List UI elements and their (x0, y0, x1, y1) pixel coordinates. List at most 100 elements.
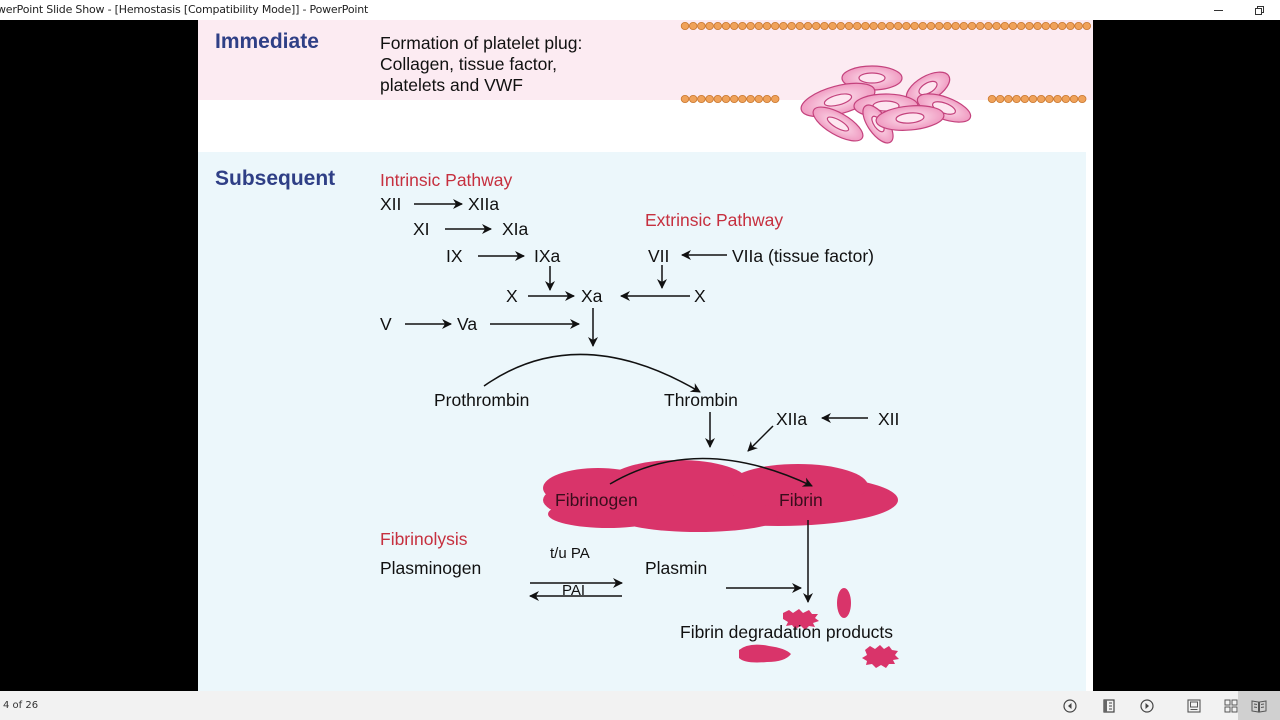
endothelial-cell (1028, 95, 1038, 104)
immediate-line-3: platelets and VWF (380, 75, 523, 95)
endothelial-cell (902, 22, 911, 30)
window-titlebar: werPoint Slide Show - [Hemostasis [Compa… (0, 0, 1280, 20)
platelet-cluster-illustration (800, 65, 972, 144)
previous-icon (1063, 698, 1077, 713)
fibrin-clot-cloud (543, 460, 898, 532)
fibrin-fragments (739, 588, 899, 668)
endothelial-cell (705, 95, 714, 104)
reading-view-icon (1251, 699, 1267, 713)
slide-sorter-button[interactable] (1216, 691, 1246, 720)
endothelial-cell (1053, 95, 1062, 104)
slide-counter: 4 of 26 (3, 700, 39, 711)
endothelial-cell (1069, 95, 1079, 104)
endothelial-cell (1049, 22, 1059, 30)
notes-icon (1103, 698, 1115, 713)
endothelial-cell (721, 95, 731, 104)
endothelial-cell (885, 22, 895, 30)
arrow-fibrinogen-fibrin (609, 457, 813, 487)
endothelial-cell (1012, 95, 1021, 104)
platelet-core (858, 72, 886, 84)
endothelial-cell (705, 22, 714, 30)
endothelial-cell (1000, 22, 1009, 30)
endothelial-cell (754, 95, 763, 104)
endothelial-cell (894, 22, 903, 30)
heading-subsequent: Subsequent (215, 167, 336, 190)
endothelial-cell (1020, 95, 1029, 104)
endothelium-bottom-left (680, 95, 780, 104)
subsequent-band (198, 152, 1086, 691)
arrow-xiia-diagonal (747, 425, 774, 452)
fragment (739, 644, 791, 663)
endothelial-cell (713, 95, 722, 104)
factor-ix: IX (446, 246, 463, 266)
intrinsic-pathway-title: Intrinsic Pathway (380, 170, 513, 190)
endothelial-cell (1061, 95, 1070, 104)
endothelial-cell (1082, 22, 1091, 30)
endothelial-cell (987, 95, 997, 104)
extrinsic-pathway-title: Extrinsic Pathway (645, 210, 784, 230)
factor-va: Va (457, 314, 478, 334)
endothelium-top (680, 22, 1091, 30)
next-slide-button[interactable] (1132, 691, 1162, 720)
endothelial-cell (680, 22, 690, 30)
immediate-line-1: Formation of platelet plug: (380, 33, 583, 53)
endothelial-cell (1017, 22, 1026, 30)
slideshow-stage[interactable]: Immediate Formation of platelet plug: Co… (0, 20, 1280, 691)
endothelial-cell (1025, 22, 1034, 30)
endothelial-cell (853, 22, 862, 30)
endothelial-cell (992, 22, 1001, 30)
immediate-line-2: Collagen, tissue factor, (380, 54, 558, 74)
fibrin-degradation-products-label: Fibrin degradation products (680, 622, 894, 642)
normal-view-icon (1187, 698, 1201, 713)
endothelial-cell (869, 22, 878, 30)
factor-vii: VII (648, 246, 670, 266)
endothelial-cell (1004, 95, 1013, 104)
slide[interactable]: Immediate Formation of platelet plug: Co… (198, 20, 1093, 691)
endothelial-cell (967, 22, 977, 30)
endothelial-cell (697, 95, 706, 104)
slide-sorter-icon (1224, 699, 1238, 712)
tupa-label: t/u PA (550, 545, 590, 562)
previous-slide-button[interactable] (1055, 691, 1085, 720)
endothelial-cell (959, 22, 968, 30)
endothelial-cell (771, 22, 780, 30)
reading-view-button[interactable] (1238, 691, 1280, 720)
restore-icon (1254, 5, 1264, 15)
factor-xa: Xa (581, 286, 603, 306)
endothelial-cell (721, 22, 731, 30)
factor-xii-lower: XII (878, 409, 900, 429)
endothelial-cell (730, 95, 739, 104)
endothelial-cell (680, 95, 690, 104)
next-icon (1140, 698, 1154, 713)
endothelial-cell (746, 22, 755, 30)
endothelial-cell (976, 22, 985, 30)
normal-view-button[interactable] (1179, 691, 1209, 720)
notes-button[interactable] (1094, 691, 1124, 720)
endothelial-cell (738, 95, 747, 104)
endothelial-cell (689, 95, 698, 104)
endothelial-cell (828, 22, 837, 30)
thrombin-label: Thrombin (664, 390, 738, 410)
endothelial-cell (1041, 22, 1050, 30)
factor-ixa: IXa (534, 246, 561, 266)
factor-x-extrinsic: X (694, 286, 706, 306)
slideshow-statusbar: 4 of 26 (0, 691, 1280, 720)
factor-xii: XII (380, 194, 402, 214)
endothelial-cell (984, 22, 993, 30)
prothrombin-label: Prothrombin (434, 390, 530, 410)
restore-button[interactable] (1244, 0, 1274, 20)
endothelial-cell (836, 22, 845, 30)
endothelial-cell (877, 22, 886, 30)
fragment (783, 609, 819, 630)
endothelial-cell (861, 22, 870, 30)
endothelial-cell (918, 22, 927, 30)
plasminogen-label: Plasminogen (380, 558, 482, 578)
arrow-prothrombin-thrombin (483, 353, 701, 393)
minimize-icon (1213, 9, 1223, 11)
endothelial-cell (697, 22, 706, 30)
endothelial-cell (1058, 22, 1067, 30)
minimize-button[interactable] (1203, 0, 1233, 20)
endothelial-cell (951, 22, 960, 30)
fragment (862, 645, 899, 668)
endothelial-cell (746, 95, 755, 104)
